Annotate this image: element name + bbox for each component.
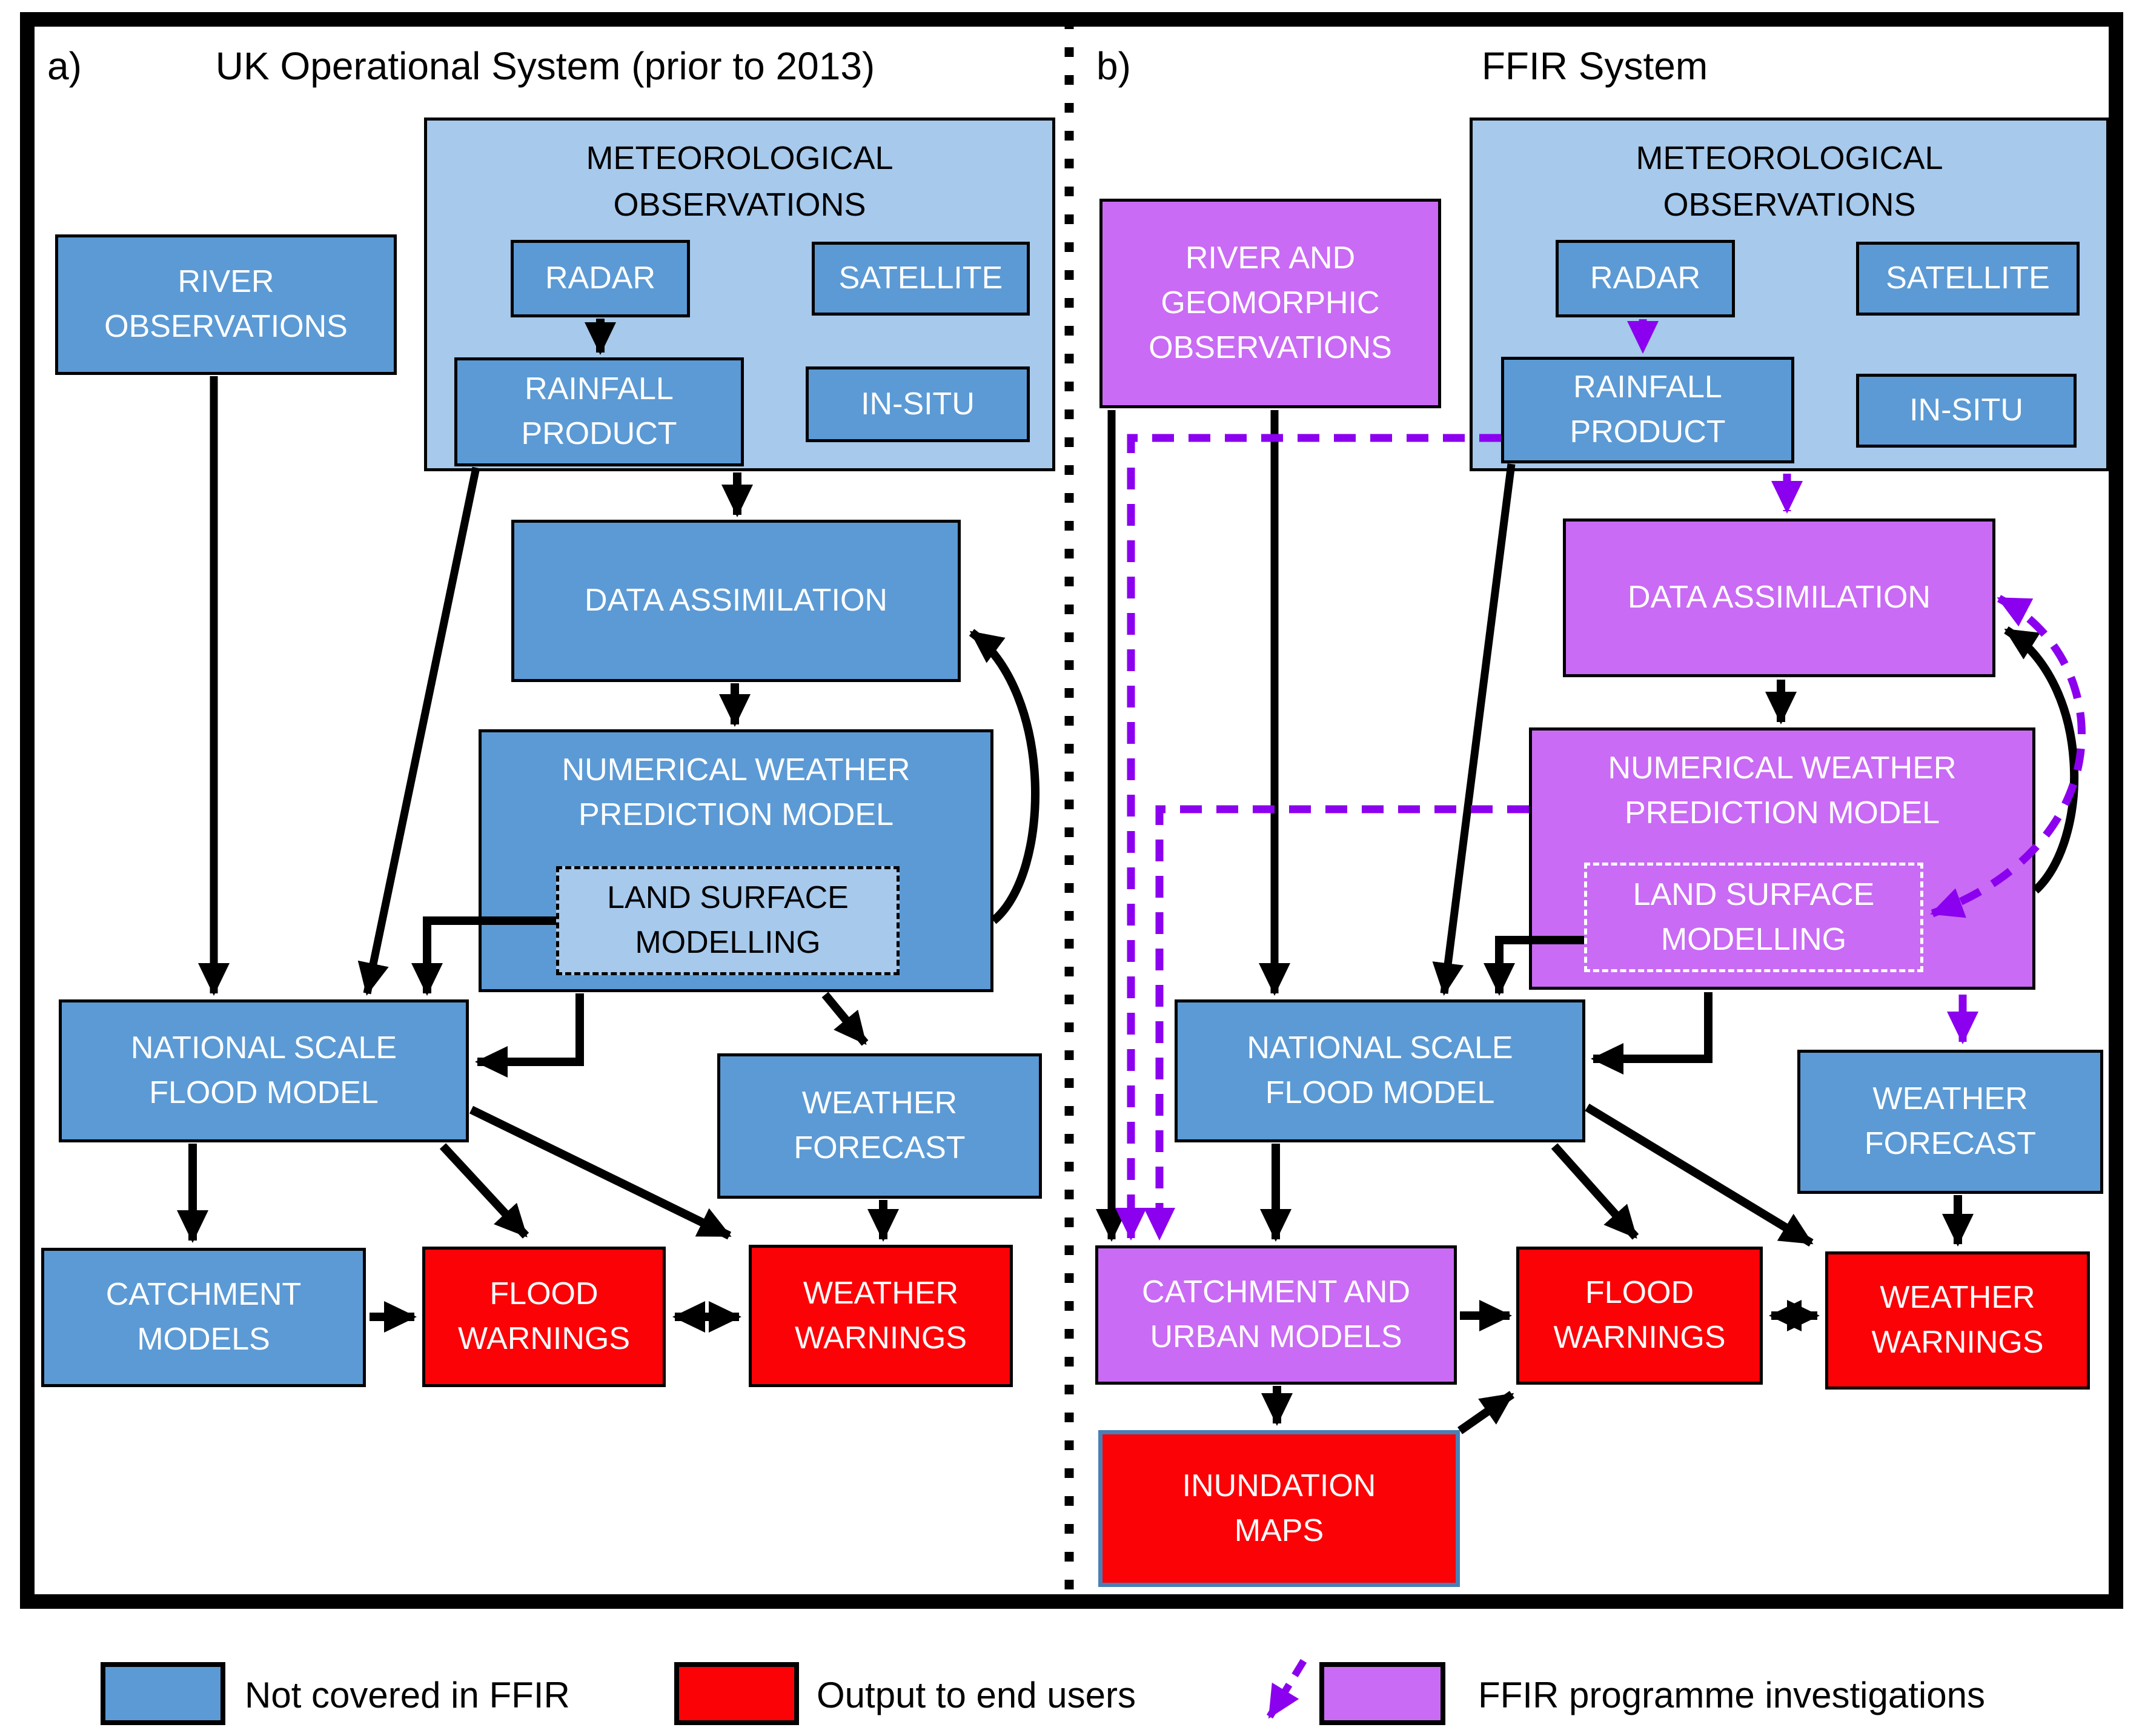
node-land-surface-modelling-b: LAND SURFACE MODELLING	[1584, 863, 1923, 972]
met-observations-title-a: METEOROLOGICAL OBSERVATIONS	[586, 140, 894, 223]
node-flood-warnings-b: FLOOD WARNINGS	[1516, 1247, 1763, 1385]
node-river-geomorphic-observations-b: RIVER AND GEOMORPHIC OBSERVATIONS	[1099, 199, 1441, 408]
arrow-rainfall-to-nsfm-a	[357, 466, 480, 996]
node-weather-warnings-b: WEATHER WARNINGS	[1825, 1251, 2090, 1390]
node-radar-a: RADAR	[511, 240, 690, 317]
node-catchment-urban-models-b: CATCHMENT AND URBAN MODELS	[1095, 1245, 1457, 1385]
node-radar-b: RADAR	[1556, 240, 1735, 317]
legend-swatch-not-covered	[101, 1662, 225, 1725]
met-observations-title-b: METEOROLOGICAL OBSERVATIONS	[1636, 140, 1943, 223]
legend-label-ffir: FFIR programme investigations	[1478, 1675, 1985, 1715]
node-data-assimilation-b: DATA ASSIMILATION	[1563, 518, 1995, 677]
node-satellite-b: SATELLITE	[1856, 242, 2080, 316]
legend-purple-arrow-icon	[1266, 1658, 1307, 1719]
node-in-situ-a: IN-SITU	[806, 366, 1030, 442]
legend-swatch-output	[674, 1662, 799, 1725]
arrow-nwp-to-nsfm-a	[475, 993, 584, 1078]
panel-b-title: FFIR System	[1481, 44, 1708, 88]
node-satellite-a: SATELLITE	[812, 242, 1030, 316]
node-flood-warnings-a: FLOOD WARNINGS	[422, 1247, 666, 1387]
node-weather-forecast-a: WEATHER FORECAST	[717, 1053, 1042, 1199]
arrow-nwp-to-forecast-a	[821, 992, 869, 1046]
node-weather-warnings-a: WEATHER WARNINGS	[749, 1245, 1013, 1387]
arrow-nwp-to-nsfm-b	[1591, 992, 1713, 1075]
arrow-rainfall-to-nsfm-b	[1432, 463, 1516, 996]
legend-label-not-covered: Not covered in FFIR	[245, 1675, 570, 1715]
arrow-nsfm-to-floodwarnings-b	[1551, 1143, 1639, 1240]
node-river-observations-a: RIVER OBSERVATIONS	[55, 234, 397, 375]
node-rainfall-product-a: RAINFALL PRODUCT	[454, 357, 744, 466]
node-land-surface-modelling-a: LAND SURFACE MODELLING	[556, 866, 900, 975]
node-data-assimilation-a: DATA ASSIMILATION	[511, 520, 961, 682]
legend-swatch-ffir	[1319, 1662, 1445, 1725]
node-rainfall-product-b: RAINFALL PRODUCT	[1501, 357, 1794, 463]
node-national-flood-model-a: NATIONAL SCALE FLOOD MODEL	[59, 999, 469, 1142]
arrow-inundation-to-floodwarnings-b	[1457, 1391, 1515, 1434]
node-catchment-models-a: CATCHMENT MODELS	[41, 1248, 366, 1387]
panel-a-title: UK Operational System (prior to 2013)	[215, 44, 875, 88]
arrow-nsfm-to-weatherwarnings-a	[469, 1105, 732, 1240]
arrow-nsfm-to-weatherwarnings-b	[1585, 1104, 1814, 1247]
legend-label-output: Output to end users	[817, 1675, 1136, 1715]
node-in-situ-b: IN-SITU	[1856, 374, 2077, 448]
node-national-flood-model-b: NATIONAL SCALE FLOOD MODEL	[1175, 999, 1585, 1142]
arrow-nsfm-to-floodwarnings-a	[439, 1143, 529, 1239]
node-weather-forecast-b: WEATHER FORECAST	[1797, 1050, 2103, 1194]
node-inundation-maps-b: INUNDATION MAPS	[1098, 1430, 1460, 1587]
